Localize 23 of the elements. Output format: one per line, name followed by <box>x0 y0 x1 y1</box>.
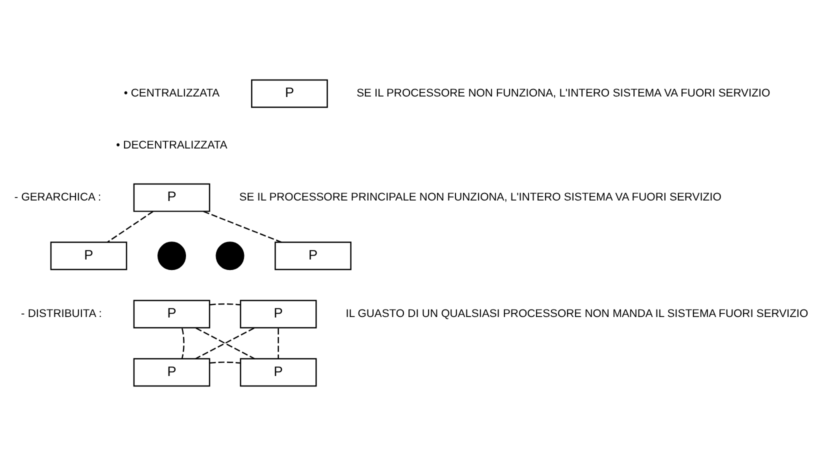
node-box: P <box>133 358 210 387</box>
label: SE IL PROCESSORE NON FUNZIONA, L'INTERO SISTEMA VA FUORI SERVIZIO <box>356 87 770 100</box>
label: • DECENTRALIZZATA <box>116 139 228 152</box>
node-box: P <box>50 242 128 270</box>
connector <box>181 328 184 359</box>
connector <box>210 362 240 364</box>
node-circle <box>216 242 244 270</box>
label: - DISTRIBUITA : <box>21 308 102 320</box>
connector <box>210 303 240 306</box>
node-box: P <box>240 358 317 387</box>
node-box: P <box>133 300 210 328</box>
node-box: P <box>133 183 210 212</box>
label: SE IL PROCESSORE PRINCIPALE NON FUNZIONA, L'INTERO SISTEMA VA FUORI SERVIZIO <box>239 191 722 204</box>
label: IL GUASTO DI UN QUALSIASI PROCESSORE NON MANDA IL SISTEMA FUORI SERVIZIO <box>346 308 808 320</box>
node-box: P <box>274 242 352 270</box>
connector <box>278 328 279 359</box>
label: - GERARCHICA : <box>14 191 102 204</box>
node-circle <box>158 242 186 270</box>
connector <box>203 210 282 243</box>
node-box: P <box>251 79 328 108</box>
node-box: P <box>240 300 317 328</box>
connector <box>107 211 154 243</box>
label: • CENTRALIZZATA <box>124 87 220 100</box>
